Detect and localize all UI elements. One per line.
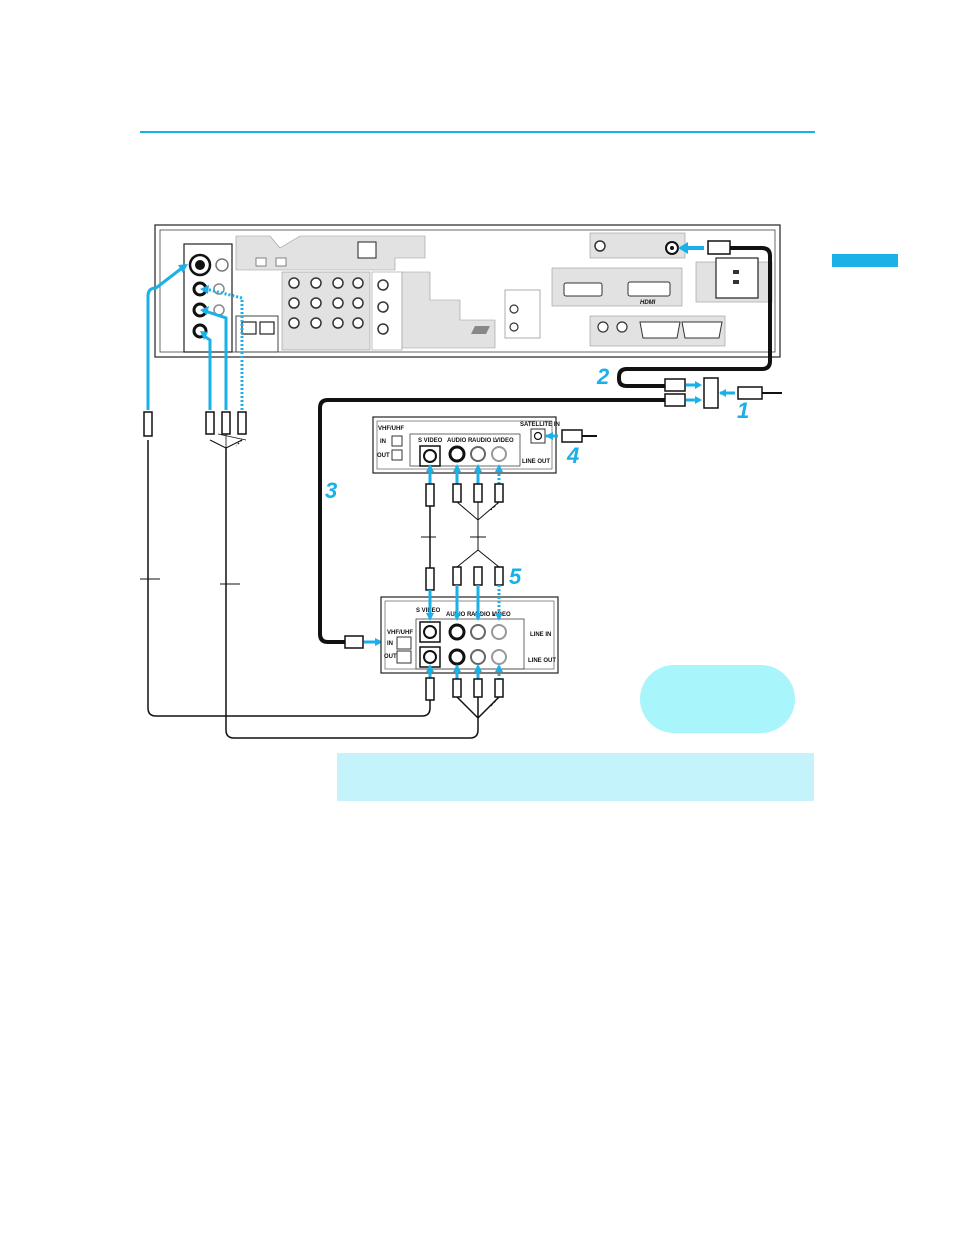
receiver-line-out-label: LINE OUT xyxy=(522,459,550,465)
tv-ac-inlet xyxy=(696,258,772,302)
satellite-receiver-panel: VHF/UHF IN OUT S VIDEO AUDIO R AUDIO L V… xyxy=(373,417,560,473)
vcr-panel: VHF/UHF IN OUT S VIDEO AUDIO R AUDIO L V… xyxy=(381,597,558,673)
step-4-number: 4 xyxy=(566,443,579,468)
callout-bubble xyxy=(640,665,795,733)
receiver-in-label: IN xyxy=(380,439,386,445)
tv-antenna-input xyxy=(590,233,685,258)
step-1-number: 1 xyxy=(737,398,749,423)
receiver-vhf-uhf-label: VHF/UHF xyxy=(378,426,404,432)
receiver-satellite-in-label: SATELLITE IN xyxy=(520,422,560,428)
antenna-splitter xyxy=(665,378,782,408)
vcr-out-label: OUT xyxy=(384,654,397,660)
tv-hdmi-label: HDMI xyxy=(640,300,656,306)
receiver-audio-r-label: AUDIO R xyxy=(447,438,473,444)
note-box xyxy=(337,753,814,801)
step-5-number: 5 xyxy=(509,564,522,589)
tv-component-jacks xyxy=(282,272,402,350)
vcr-in-label: IN xyxy=(387,641,393,647)
vcr-line-in-label: LINE IN xyxy=(530,632,551,638)
vcr-vhf-uhf-label: VHF/UHF xyxy=(387,630,413,636)
receiver-s-video-label: S VIDEO xyxy=(418,438,443,444)
receiver-audio-l-label: AUDIO L xyxy=(472,438,497,444)
vcr-line-out-label: LINE OUT xyxy=(528,658,556,664)
receiver-video-label: VIDEO xyxy=(495,438,514,444)
step-2-number: 2 xyxy=(596,364,610,389)
receiver-out-label: OUT xyxy=(377,453,390,459)
step-3-number: 3 xyxy=(325,478,337,503)
